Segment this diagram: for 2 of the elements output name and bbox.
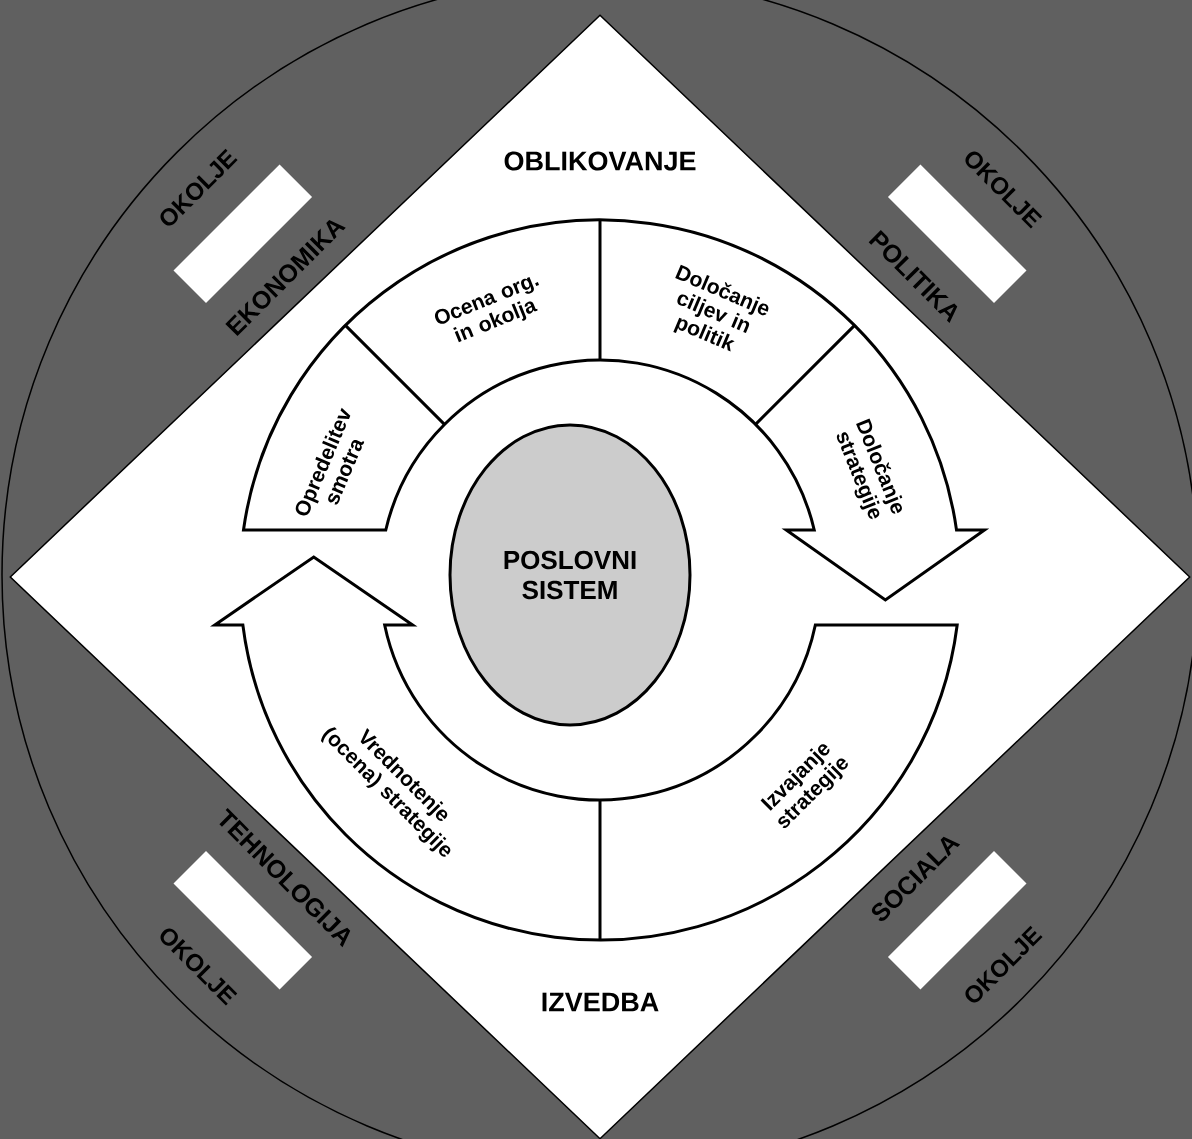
heading: IZVEDBA: [542, 992, 659, 1012]
heading: OBLIKOVANJE: [504, 151, 696, 171]
